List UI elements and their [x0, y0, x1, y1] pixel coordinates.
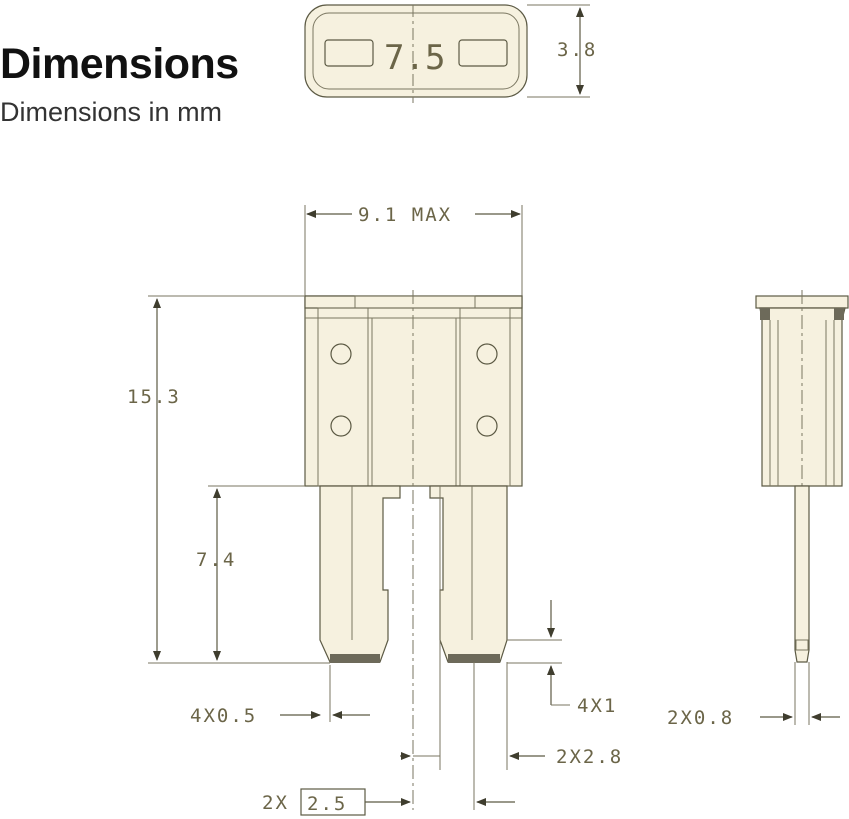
pitch-prefix: 2X: [262, 792, 289, 814]
pitch-basic-box: [300, 788, 366, 816]
blade-right: [429, 485, 508, 663]
page-title: Dimensions: [0, 40, 239, 88]
tip-width-label: 4X0.5: [190, 705, 257, 727]
top-view: 7.5 3.8: [304, 4, 597, 103]
top-slot-left: [324, 39, 374, 67]
blade-thickness-label: 2X0.8: [667, 707, 734, 729]
pitch-value: 2.5: [307, 793, 347, 815]
rivet-bottom-right: [476, 415, 498, 437]
front-view: 9.1 MAX 15.3 7.4: [127, 204, 623, 816]
blade-length-label: 7.4: [196, 549, 236, 571]
blade-tip-right: [448, 654, 500, 663]
rivet-top-left: [330, 343, 352, 365]
side-blade: [794, 485, 810, 663]
rivet-top-right: [476, 343, 498, 365]
top-view-inner-outline: [312, 12, 520, 90]
blade-tip-left: [330, 654, 380, 663]
page-subtitle: Dimensions in mm: [0, 97, 223, 127]
blade-width-label: 2X2.8: [556, 746, 623, 768]
top-slot-right: [458, 39, 508, 67]
top-view-outline: [304, 4, 528, 98]
fuse-rating-label: 7.5: [384, 38, 445, 78]
tip-height-label: 4X1: [577, 695, 617, 717]
height-label: 15.3: [127, 386, 181, 408]
depth-label: 3.8: [557, 39, 597, 61]
side-view: 2X0.8: [667, 290, 849, 729]
width-label: 9.1 MAX: [358, 204, 452, 226]
blade-left: [319, 485, 401, 663]
rivet-bottom-left: [330, 415, 352, 437]
